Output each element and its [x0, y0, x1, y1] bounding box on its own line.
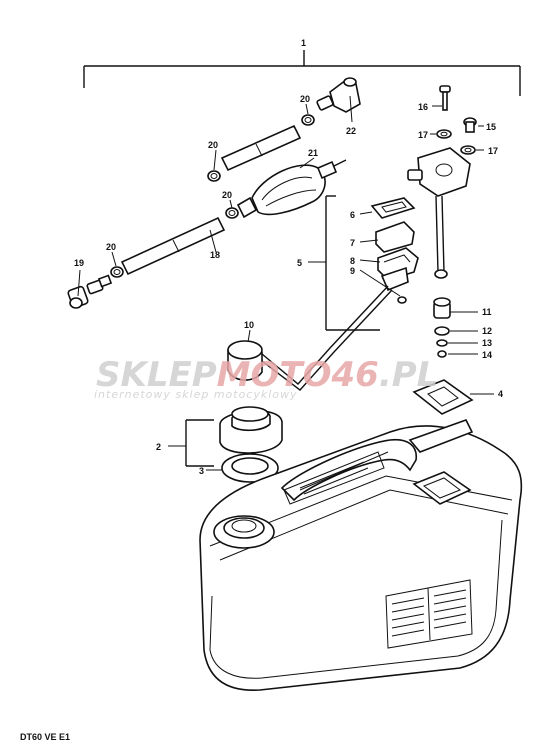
fuel-cap-2	[219, 406, 283, 454]
label-17-left: 17	[418, 130, 428, 140]
hose-connector-22	[316, 77, 361, 113]
label-21: 21	[308, 148, 318, 158]
watermark: SKLEPMOTO46.PL internetowy sklep motocyk…	[94, 355, 438, 401]
watermark-brand-part4: .PL	[379, 355, 439, 395]
label-9: 9	[350, 266, 355, 276]
washer-13	[436, 339, 448, 347]
hose-clip-20-middle	[225, 207, 239, 219]
label-17-right: 17	[488, 146, 498, 156]
label-2: 2	[156, 442, 161, 452]
label-1: 1	[301, 38, 306, 48]
screw-16	[439, 85, 451, 111]
cap-group-bracket	[185, 419, 214, 467]
label-13: 13	[482, 338, 492, 348]
filter-clip-9	[380, 266, 409, 304]
gasket-4	[412, 379, 474, 415]
primer-bulb-21	[236, 159, 347, 219]
label-15: 15	[486, 122, 496, 132]
screw-15	[463, 117, 477, 133]
label-16: 16	[418, 102, 428, 112]
label-10: 10	[244, 320, 254, 330]
fuel-hose-assembly	[67, 77, 361, 309]
washer-17-left	[436, 129, 452, 139]
watermark-tagline: internetowy sklep motocyklowy	[94, 388, 298, 401]
float-10	[227, 340, 263, 381]
label-22: 22	[346, 126, 356, 136]
label-20-middle: 20	[222, 190, 232, 200]
label-7: 7	[350, 238, 355, 248]
cap-seal-3	[221, 453, 279, 483]
label-8: 8	[350, 256, 355, 266]
washer-14	[437, 350, 447, 358]
label-19: 19	[74, 258, 84, 268]
label-20-lower: 20	[106, 242, 116, 252]
pickup-tube	[257, 285, 393, 391]
watermark-brand-part1: SKLEP	[96, 355, 217, 395]
label-3: 3	[199, 466, 204, 476]
label-12: 12	[482, 326, 492, 336]
gauge-housing	[407, 147, 471, 279]
fuel-hose-upper	[220, 124, 302, 172]
label-18: 18	[210, 250, 220, 260]
label-14: 14	[482, 350, 492, 360]
fuel-tank	[199, 419, 523, 691]
label-5: 5	[297, 258, 302, 268]
leader-lines	[77, 95, 494, 471]
filter-group-bracket	[325, 195, 380, 331]
label-6: 6	[350, 210, 355, 220]
assembly-bracket	[83, 50, 521, 96]
hose-clip-20-lower	[110, 266, 124, 278]
washer-12	[434, 326, 450, 336]
model-code: DT60 VE E1	[20, 732, 70, 742]
fuel-hose-18	[120, 216, 226, 276]
filter-holder-8	[377, 247, 419, 281]
filter-element-7	[375, 221, 415, 253]
washer-17-right	[460, 145, 476, 155]
hose-clip-20-top	[301, 114, 315, 126]
nut-11	[433, 297, 451, 319]
label-20-top: 20	[300, 94, 310, 104]
gasket-6	[370, 197, 416, 219]
label-4: 4	[498, 389, 503, 399]
label-20-upper-mid: 20	[208, 140, 218, 150]
part-labels: 1 2 3 4 5 6 7 8 9 10 11 12 13 14 15 16 1…	[74, 38, 503, 476]
hose-clip-20-upper-mid	[207, 170, 221, 182]
watermark-brand: SKLEPMOTO46.PL	[96, 355, 438, 395]
hose-connector-19	[67, 274, 113, 309]
watermark-brand-part3: 46	[331, 355, 379, 395]
label-11: 11	[482, 307, 492, 317]
fuel-pickup-assembly	[407, 85, 477, 358]
watermark-brand-part2: MOTO	[217, 355, 332, 395]
